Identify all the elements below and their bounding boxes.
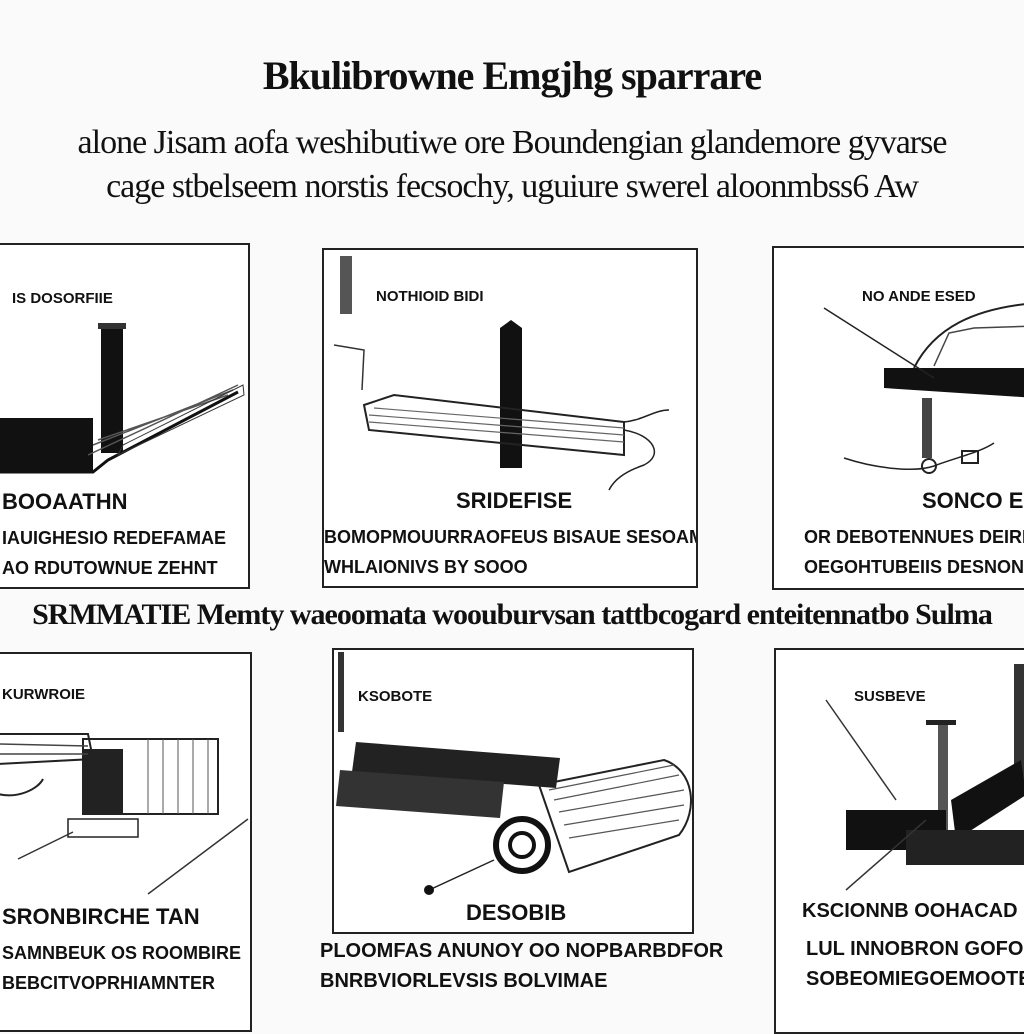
panel-description-line-1: SAMNBEUK OS ROOMBIRE [2, 943, 242, 963]
section-caption: SRMMATIE Memty waeoomata woouburvsan tat… [32, 598, 993, 631]
panel-label: KURWROIE [2, 686, 86, 703]
panel-description-line-2: SOBEOMIEGOEMOOTE [806, 968, 1024, 990]
panel-caption: SONCO E [922, 488, 1024, 513]
illustration-panel-4: KURWROIE SRONBIRCHE TAN SAMNBEUK OS ROOM… [0, 652, 252, 1032]
panel-caption: DESOBIB [466, 900, 567, 925]
panel-description-line-2: WHLAIONIVS BY SOOO [324, 557, 528, 577]
panel-5-description-line-2: BNRBVIORLEVSIS BOLVIMAE [320, 970, 608, 992]
illustration-panel-5: KSOBOTE DESOBIB [332, 648, 694, 934]
illustration-panel-1: IS DOSORFIIE BOOAATHN IAUIGHESIO REDEFAM… [0, 243, 250, 589]
intro-line-1: alone Jisam aofa weshibutiwe ore Bounden… [77, 124, 948, 161]
panel-label: KSOBOTE [358, 688, 433, 705]
page-title: Bkulibrowne Emgjhg sparrare [262, 53, 762, 98]
horizontal-trough-diagram [333, 256, 670, 491]
panel-caption: BOOAATHN [2, 489, 128, 514]
illustration-panel-2: NOTHIOID BIDI SRIDEFISE BOMOPMOUURRAOFEU… [322, 248, 698, 588]
cylinder-roller-diagram [336, 652, 692, 895]
table-assembly-diagram [823, 303, 1024, 474]
illustration-panel-6: SUSBEVE KSCIONNB OOHACAD IN LUL INNOBRON… [774, 648, 1024, 1034]
panel-label: NOTHIOID BIDI [376, 288, 484, 305]
panel-description-line-2: BEBCITVOPRHIAMNTER [2, 973, 216, 993]
panel-description-line-2: OEGOHTUBEIIS DESNONE [804, 557, 1024, 577]
illustration-panel-3: NO ANDE ESED SONCO E OR DEBOTENNUES DEIR… [772, 246, 1024, 590]
panel-label: IS DOSORFIIE [12, 290, 113, 307]
conveyor-machine-diagram [0, 733, 249, 895]
panel-description-line-1: BOMOPMOUURRAOFEUS BISAUE SESOAMY [324, 527, 698, 547]
panel-caption: KSCIONNB OOHACAD IN [802, 900, 1024, 922]
panel-label: SUSBEVE [854, 688, 926, 705]
panel-label: NO ANDE ESED [862, 288, 976, 305]
panel-5-description-line-1: PLOOMFAS ANUNOY OO NOPBARBDFOR [320, 940, 724, 962]
panel-description-line-2: AO RDUTOWNUE ZEHNT [2, 558, 218, 578]
panel-caption: SRONBIRCHE TAN [2, 904, 200, 929]
panel-description-line-1: IAUIGHESIO REDEFAMAE [2, 528, 227, 548]
beam-frame-diagram [825, 664, 1024, 891]
furnace-chimney-diagram [0, 323, 245, 474]
panel-description-line-1: OR DEBOTENNUES DEIRIE [804, 527, 1024, 547]
intro-line-2: cage stbelseem norstis fecsochy, uguiure… [106, 168, 919, 205]
panel-description-line-1: LUL INNOBRON GOFOO [806, 938, 1024, 960]
panel-caption: SRIDEFISE [456, 488, 573, 513]
